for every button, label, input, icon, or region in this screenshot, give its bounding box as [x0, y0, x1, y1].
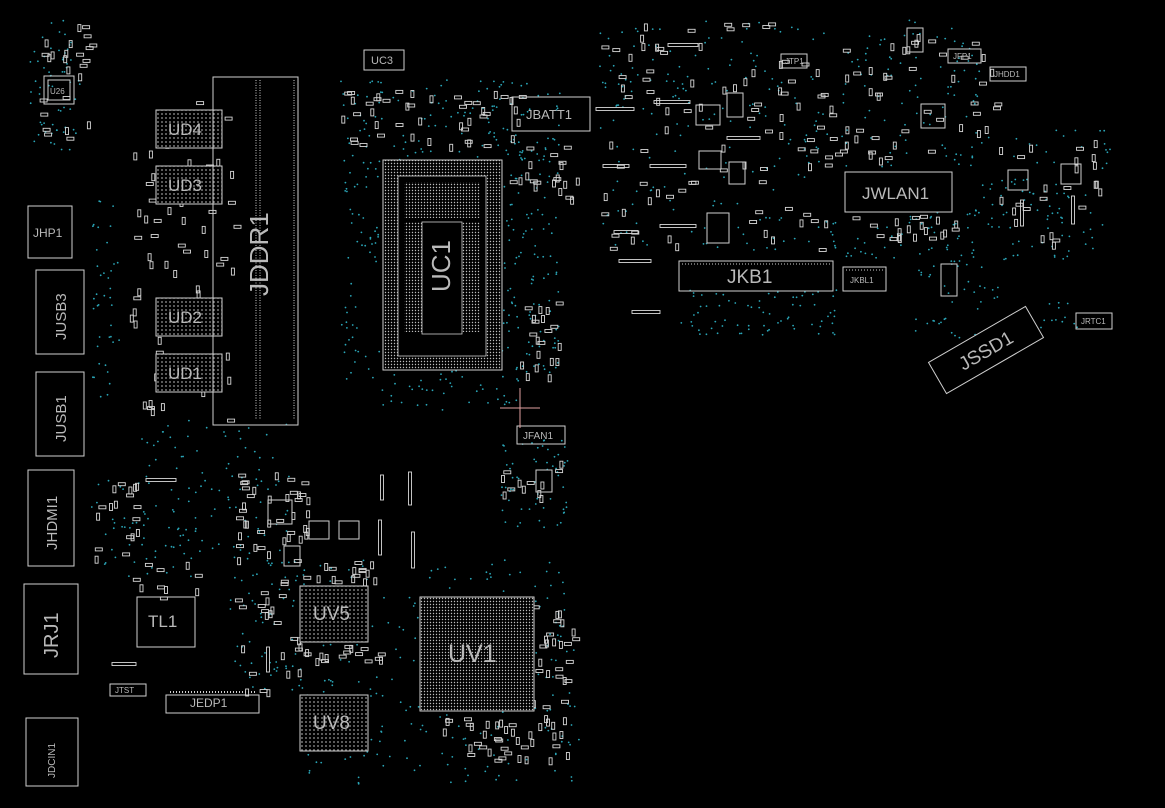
u26-chip[interactable]: U26: [43, 75, 75, 105]
svg-text:UC3: UC3: [371, 55, 393, 67]
uv5-chip[interactable]: UV5: [299, 585, 369, 643]
svg-text:UV8: UV8: [313, 713, 350, 734]
svg-text:UV1: UV1: [448, 640, 497, 668]
uc1-processor[interactable]: UC1: [382, 159, 503, 371]
jhdmi1-connector[interactable]: JHDMI1: [27, 469, 75, 567]
svg-text:JTST: JTST: [115, 686, 134, 695]
svg-text:UD3: UD3: [168, 176, 202, 195]
svg-text:JHDD1: JHDD1: [994, 70, 1020, 79]
svg-text:JFP1: JFP1: [953, 52, 972, 61]
svg-text:UC1: UC1: [426, 240, 456, 292]
jkb1-connector[interactable]: JKB1: [678, 260, 834, 292]
svg-text:UD1: UD1: [168, 364, 202, 383]
jusb3-connector[interactable]: JUSB3: [35, 269, 85, 355]
jdcin1-connector[interactable]: JDCIN1: [25, 717, 79, 787]
svg-text:JSSD1: JSSD1: [956, 328, 1018, 376]
uv1-gpu[interactable]: UV1: [419, 596, 535, 712]
jssd1-connector[interactable]: JSSD1: [927, 305, 1045, 395]
jbatt1-connector[interactable]: JBATT1: [511, 96, 591, 132]
svg-text:UV5: UV5: [313, 604, 350, 625]
svg-text:JWLAN1: JWLAN1: [862, 184, 929, 203]
jhdd1-connector[interactable]: JHDD1: [989, 66, 1027, 82]
jhp1-connector[interactable]: JHP1: [27, 205, 73, 259]
svg-text:JEDP1: JEDP1: [190, 696, 228, 710]
cursor-crosshair: [500, 388, 540, 428]
svg-text:JUSB1: JUSB1: [53, 395, 70, 442]
jkbl1-connector[interactable]: JKBL1: [842, 266, 887, 292]
jfp1-connector[interactable]: JFP1: [947, 48, 982, 64]
svg-text:JRTC1: JRTC1: [1081, 317, 1106, 326]
svg-text:U26: U26: [50, 87, 65, 96]
svg-text:JKB1: JKB1: [727, 267, 772, 288]
jedp1-connector[interactable]: JEDP1: [165, 691, 260, 714]
jwlan1-connector[interactable]: JWLAN1: [844, 171, 953, 213]
svg-text:JHDMI1: JHDMI1: [44, 496, 61, 550]
svg-text:JRJ1: JRJ1: [41, 612, 63, 658]
svg-text:JHP1: JHP1: [33, 226, 63, 240]
jrj1-connector[interactable]: JRJ1: [23, 583, 79, 675]
tl1-transformer[interactable]: TL1: [136, 596, 196, 648]
pad-layer: [39, 22, 1103, 766]
svg-text:UD2: UD2: [168, 308, 202, 327]
uv8-chip[interactable]: UV8: [299, 694, 369, 752]
misc-ic-outlines: [267, 27, 1082, 567]
svg-text:JTP1: JTP1: [785, 57, 804, 66]
ud1-chip[interactable]: UD1: [155, 353, 223, 393]
ud4-chip[interactable]: UD4: [155, 109, 223, 149]
ud3-chip[interactable]: UD3: [155, 165, 223, 205]
svg-text:UD4: UD4: [168, 120, 202, 139]
jtst-connector[interactable]: JTST: [109, 683, 147, 697]
svg-text:TL1: TL1: [148, 612, 177, 631]
jddr1-slot[interactable]: JDDR1: [212, 76, 299, 426]
jusb1-connector[interactable]: JUSB1: [35, 371, 85, 457]
svg-text:JUSB3: JUSB3: [53, 293, 70, 340]
jrtc1-connector[interactable]: JRTC1: [1075, 312, 1113, 330]
ud2-chip[interactable]: UD2: [155, 297, 223, 337]
svg-text:JDDR1: JDDR1: [244, 212, 274, 296]
svg-text:JDCIN1: JDCIN1: [47, 743, 58, 778]
svg-text:JFAN1: JFAN1: [523, 431, 553, 442]
jfan1-connector[interactable]: JFAN1: [516, 425, 566, 445]
svg-text:JBATT1: JBATT1: [526, 107, 572, 122]
uc3-chip[interactable]: UC3: [363, 49, 405, 71]
svg-text:JKBL1: JKBL1: [850, 276, 874, 285]
jtp1-connector[interactable]: JTP1: [780, 53, 808, 69]
